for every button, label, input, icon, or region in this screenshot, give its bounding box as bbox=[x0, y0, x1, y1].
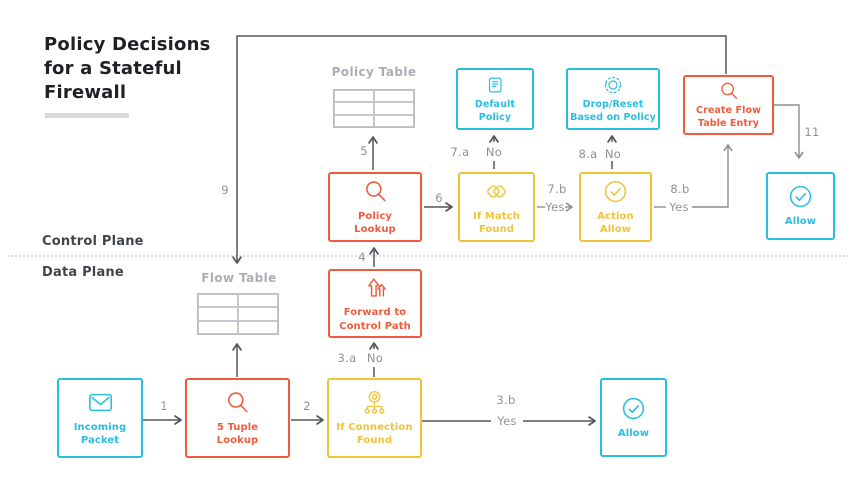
node-if-match-found: If Match Found bbox=[458, 172, 535, 242]
step-3a-label: 3.a bbox=[337, 351, 357, 365]
envelope-icon bbox=[87, 389, 114, 416]
forward-arrows-icon bbox=[362, 274, 389, 301]
step-11-label: 11 bbox=[804, 125, 820, 139]
step-6-label: 6 bbox=[435, 191, 443, 205]
node-allow-final: Allow bbox=[766, 172, 835, 240]
node-label: Policy Lookup bbox=[354, 210, 396, 235]
node-action-allow: Action Allow bbox=[579, 172, 652, 242]
node-label: Create Flow Table Entry bbox=[696, 104, 761, 129]
control-plane-label: Control Plane bbox=[42, 234, 144, 249]
magnifier-icon bbox=[718, 80, 740, 102]
step-1-label: 1 bbox=[160, 399, 168, 413]
node-label: 5 Tuple Lookup bbox=[216, 421, 259, 446]
node-label: If Connection Found bbox=[336, 421, 413, 446]
arrow-step-8b-right bbox=[692, 144, 733, 208]
step-8a-label: 8.a bbox=[578, 147, 598, 161]
reset-icon bbox=[602, 74, 624, 96]
step-7b-label: 7.b bbox=[547, 182, 567, 196]
step-3a-word: No bbox=[366, 351, 384, 365]
table-cell bbox=[374, 102, 414, 115]
node-incoming-packet: Incoming Packet bbox=[57, 378, 143, 458]
step-8b-word: Yes bbox=[669, 200, 689, 214]
table-cell bbox=[198, 320, 238, 334]
scroll-icon bbox=[484, 74, 506, 96]
page-title: Policy Decisions for a Stateful Firewall bbox=[44, 34, 211, 103]
policy-table-grid bbox=[333, 89, 415, 128]
node-drop-reset: Drop/Reset Based on Policy bbox=[566, 68, 660, 130]
table-cell bbox=[374, 90, 414, 103]
node-create-flow-table-entry: Create Flow Table Entry bbox=[683, 75, 774, 135]
step-8b-label: 8.b bbox=[670, 182, 690, 196]
flow-table-label: Flow Table bbox=[201, 271, 277, 285]
step-7b-word: Yes bbox=[545, 200, 565, 214]
table-cell bbox=[238, 294, 278, 308]
policy-table-label: Policy Table bbox=[331, 65, 417, 79]
node-if-connection-found: If Connection Found bbox=[327, 378, 422, 458]
node-allow-data-plane: Allow bbox=[600, 378, 667, 457]
table-cell bbox=[198, 307, 238, 321]
node-label: Allow bbox=[617, 427, 650, 439]
table-cell bbox=[334, 102, 374, 115]
node-label: Drop/Reset Based on Policy bbox=[570, 98, 656, 123]
node-default-policy: Default Policy bbox=[456, 68, 534, 130]
flow-table-grid bbox=[197, 293, 279, 335]
step-7a-word: No bbox=[485, 145, 503, 159]
node-label: Incoming Packet bbox=[73, 421, 127, 446]
node-5-tuple-lookup: 5 Tuple Lookup bbox=[185, 378, 290, 458]
node-label: Default Policy bbox=[474, 98, 516, 123]
table-cell bbox=[198, 294, 238, 308]
step-5-label: 5 bbox=[360, 144, 368, 158]
table-cell bbox=[334, 90, 374, 103]
magnifier-icon bbox=[224, 389, 251, 416]
title-underline bbox=[45, 113, 129, 118]
check-circle-icon bbox=[620, 395, 647, 422]
table-cell bbox=[238, 320, 278, 334]
table-cell bbox=[238, 307, 278, 321]
node-policy-lookup: Policy Lookup bbox=[328, 172, 422, 242]
step-2-label: 2 bbox=[303, 399, 311, 413]
check-circle-icon bbox=[602, 178, 629, 205]
data-plane-label: Data Plane bbox=[42, 265, 124, 280]
node-label: Allow bbox=[784, 216, 817, 228]
step-9-label: 9 bbox=[221, 183, 229, 197]
node-forward-to-control-path: Forward to Control Path bbox=[328, 269, 422, 338]
table-cell bbox=[334, 114, 374, 127]
check-circle-icon bbox=[787, 183, 814, 210]
magnifier-icon bbox=[362, 178, 389, 205]
plane-divider bbox=[8, 255, 848, 257]
node-label: Action Allow bbox=[597, 210, 634, 235]
node-label: If Match Found bbox=[473, 210, 520, 235]
gear-network-icon bbox=[361, 389, 388, 416]
step-3b-word: Yes bbox=[497, 414, 517, 428]
overlap-shapes-icon bbox=[483, 178, 510, 205]
arrow-step-11 bbox=[774, 104, 804, 159]
step-3b-label: 3.b bbox=[496, 393, 516, 407]
table-cell bbox=[374, 114, 414, 127]
step-4-label: 4 bbox=[358, 250, 366, 264]
node-label: Forward to Control Path bbox=[339, 307, 411, 332]
step-7a-label: 7.a bbox=[450, 145, 470, 159]
step-8a-word: No bbox=[604, 147, 622, 161]
